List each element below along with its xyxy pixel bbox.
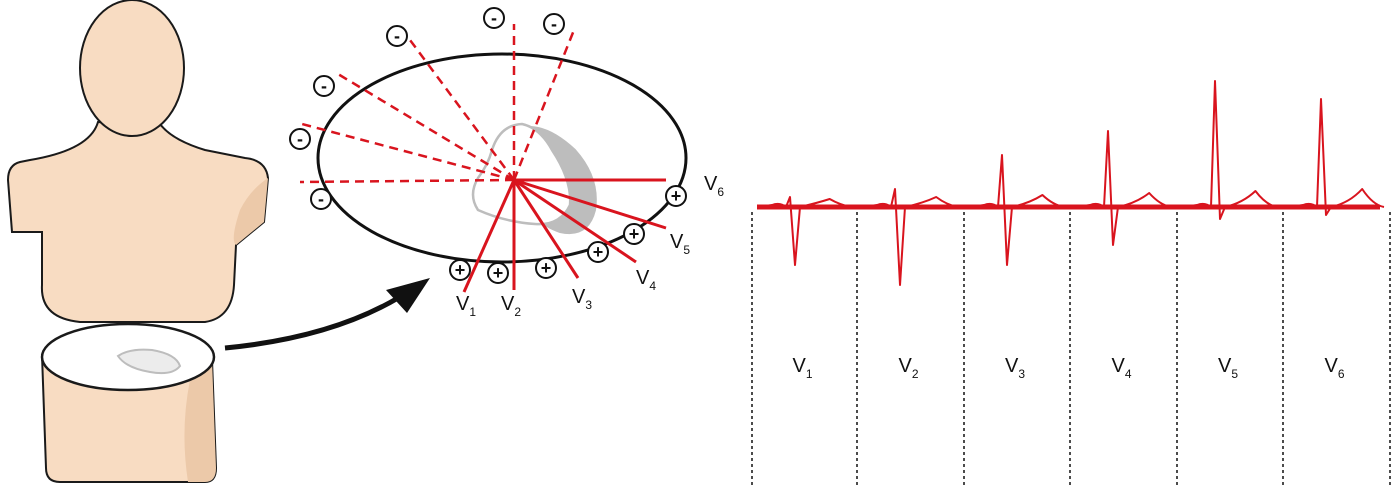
- svg-text:-: -: [551, 14, 557, 34]
- svg-text:+: +: [455, 260, 466, 280]
- svg-text:-: -: [318, 189, 324, 209]
- negative-lead-axes: [299, 24, 576, 184]
- lower-torso-shadow: [184, 360, 216, 482]
- arrow-shaft: [224, 295, 400, 351]
- positive-axis-line: [513, 178, 637, 264]
- positive-sign: +: [449, 259, 471, 281]
- lead-label: V3: [572, 286, 592, 312]
- positive-axis-line: [512, 179, 580, 279]
- svg-text:+: +: [671, 186, 682, 206]
- ecg-trace: [1288, 98, 1385, 216]
- negative-sign: -: [543, 13, 565, 35]
- lead-label: V1: [456, 293, 476, 319]
- positive-sign: +: [587, 241, 609, 263]
- ecg-traces: [757, 80, 1385, 286]
- svg-text:-: -: [394, 26, 400, 46]
- negative-axis-line: [337, 72, 515, 182]
- negative-sign: -: [386, 25, 408, 47]
- head: [79, 0, 185, 137]
- positive-signs: + + + + + +: [449, 185, 687, 284]
- positive-sign: +: [623, 223, 645, 245]
- ecg-dividers: [751, 204, 1391, 485]
- cross-section-lead-labels: V1 V2 V3 V4 V5 V6: [456, 173, 724, 319]
- chest-outline: [316, 52, 688, 264]
- lead-label: V2: [899, 355, 919, 381]
- svg-text:+: +: [593, 242, 604, 262]
- ecg-trace: [969, 154, 1065, 266]
- positive-lead-axes: [462, 178, 667, 293]
- lead-label: V5: [670, 231, 690, 257]
- positive-axis-line: [462, 179, 516, 293]
- torso-body: [6, 120, 270, 323]
- lead-label: V3: [1005, 355, 1025, 381]
- svg-text:-: -: [321, 76, 327, 96]
- arrow: [224, 278, 430, 351]
- svg-text:+: +: [629, 224, 640, 244]
- negative-sign: -: [289, 128, 311, 150]
- ecg-panel: V1 V2 V3 V4 V5 V6: [751, 80, 1391, 485]
- lead-label: V4: [1112, 355, 1132, 381]
- lead-label: V1: [793, 355, 813, 381]
- torso-shoulder-shadow: [233, 178, 268, 245]
- small-heart-section: [116, 348, 182, 375]
- lead-label: V6: [1325, 355, 1345, 381]
- svg-text:+: +: [493, 263, 504, 283]
- arrow-head: [386, 278, 430, 313]
- positive-sign: +: [487, 262, 509, 284]
- negative-axis-line: [301, 122, 515, 182]
- negative-sign: -: [313, 75, 335, 97]
- lead-label: V4: [636, 267, 656, 293]
- lead-label: V2: [501, 293, 521, 319]
- negative-sign: -: [310, 188, 332, 210]
- ecg-lead-labels: V1 V2 V3 V4 V5 V6: [793, 355, 1345, 381]
- ecg-trace: [1075, 130, 1172, 246]
- ecg-trace: [1182, 80, 1278, 220]
- chest-cross-section: - - - - - - + + + + + + V1 V2 V3 V4 V5 V6: [289, 7, 724, 319]
- torso-figure: [6, 0, 270, 483]
- negative-axis-line: [299, 178, 515, 184]
- svg-text:+: +: [541, 258, 552, 278]
- positive-sign: +: [535, 257, 557, 279]
- negative-axis-line: [512, 29, 576, 181]
- negative-signs: - - - - - -: [289, 7, 565, 210]
- positive-axis-line: [513, 178, 667, 230]
- ecg-trace: [862, 188, 959, 286]
- svg-text:-: -: [491, 8, 497, 28]
- lead-label: V6: [704, 173, 724, 199]
- positive-sign: +: [665, 185, 687, 207]
- svg-text:-: -: [297, 129, 303, 149]
- lead-label: V5: [1218, 355, 1238, 381]
- ecg-trace: [757, 196, 852, 266]
- negative-sign: -: [483, 7, 505, 29]
